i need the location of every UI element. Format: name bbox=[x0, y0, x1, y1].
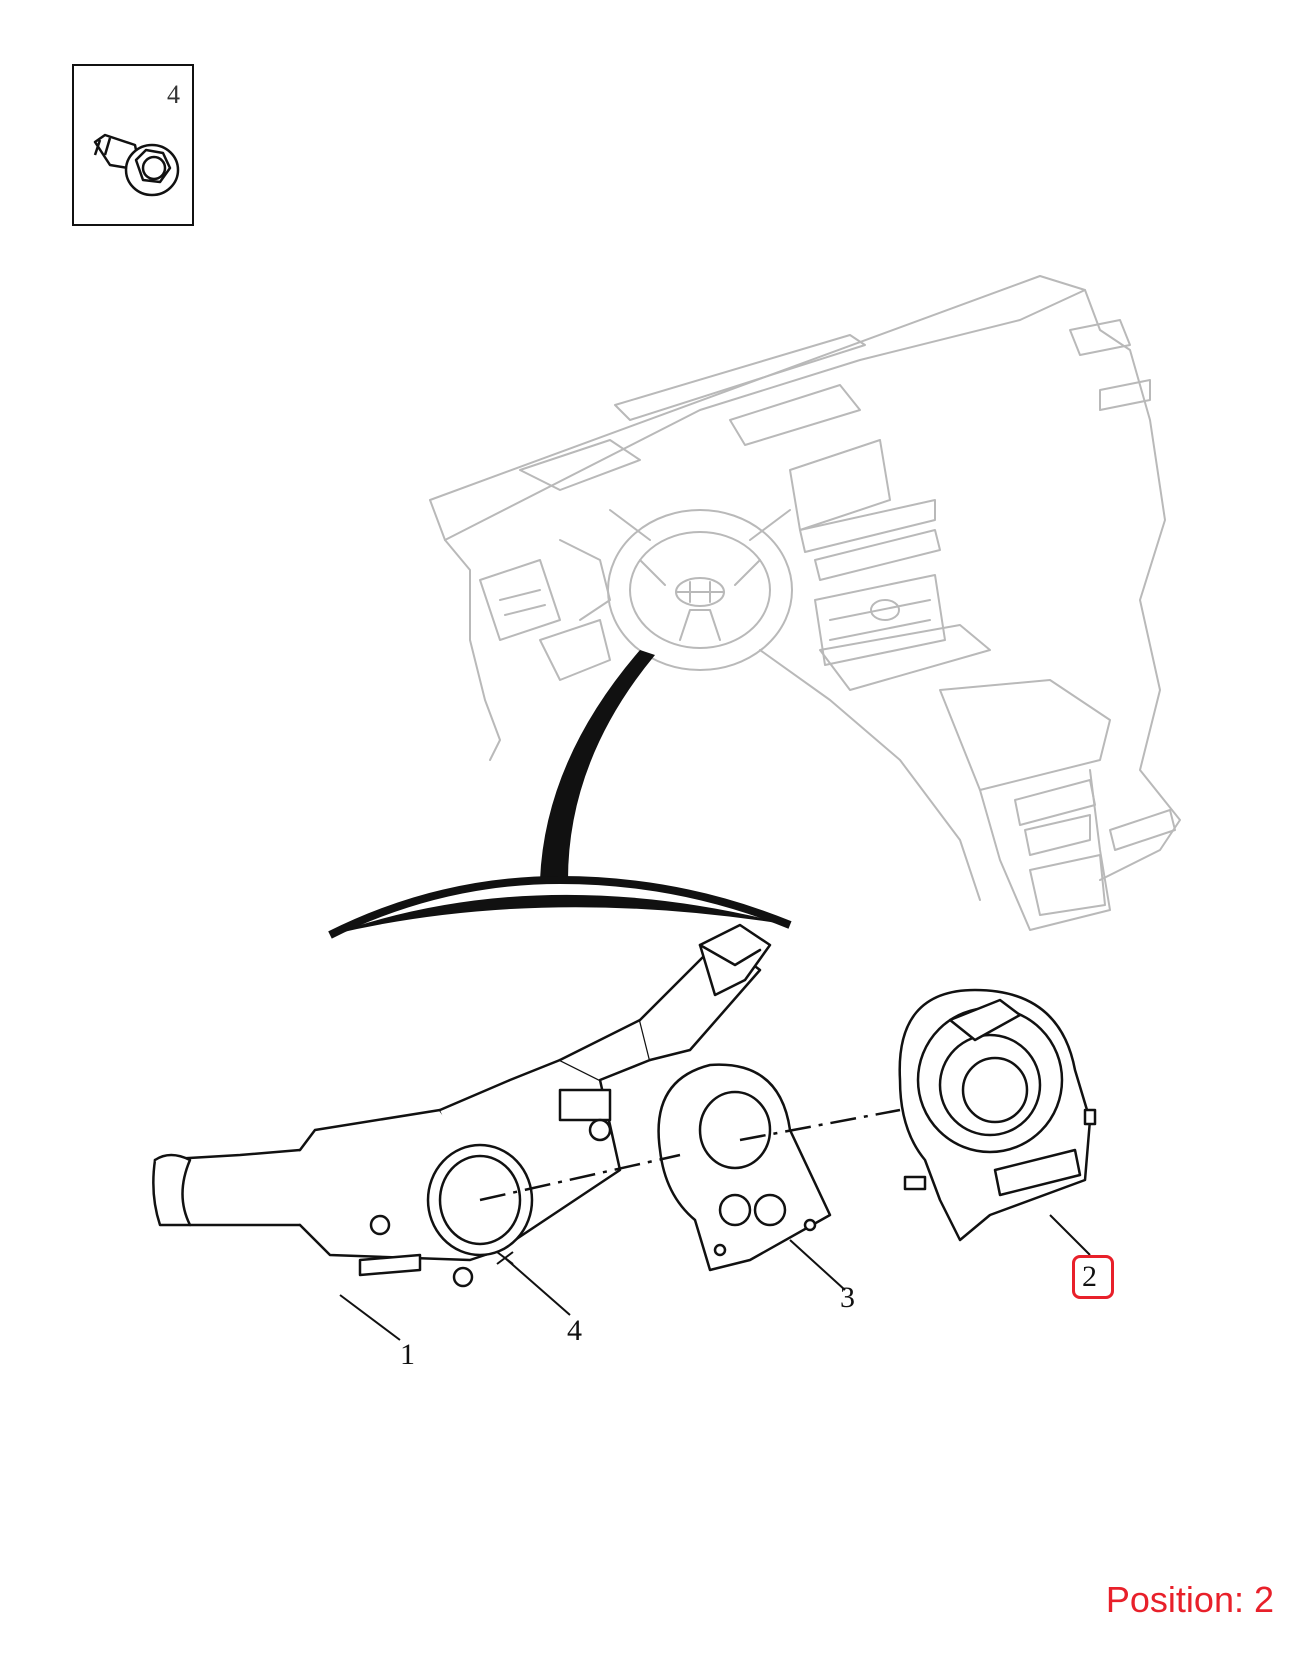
inset-part-number: 4 bbox=[167, 80, 180, 109]
callout-3[interactable]: 3 bbox=[840, 1281, 855, 1314]
dashboard-illustration bbox=[429, 275, 1181, 931]
position-readout: Position: 2 bbox=[1105, 1579, 1274, 1620]
callout-2[interactable]: 2 bbox=[1082, 1260, 1097, 1293]
clock-spring-part bbox=[898, 988, 1097, 1242]
callout-4[interactable]: 4 bbox=[567, 1314, 582, 1347]
steering-angle-sensor-part bbox=[657, 1063, 832, 1272]
leader-lines bbox=[339, 1214, 1091, 1341]
zoom-connector-arc bbox=[328, 650, 792, 939]
alignment-axis bbox=[479, 1108, 901, 1202]
callout-1[interactable]: 1 bbox=[400, 1338, 415, 1371]
fastener-inset-frame: 4 bbox=[72, 64, 194, 226]
selected-callout-highlight bbox=[1072, 1255, 1114, 1299]
bolt-icon bbox=[93, 133, 180, 197]
